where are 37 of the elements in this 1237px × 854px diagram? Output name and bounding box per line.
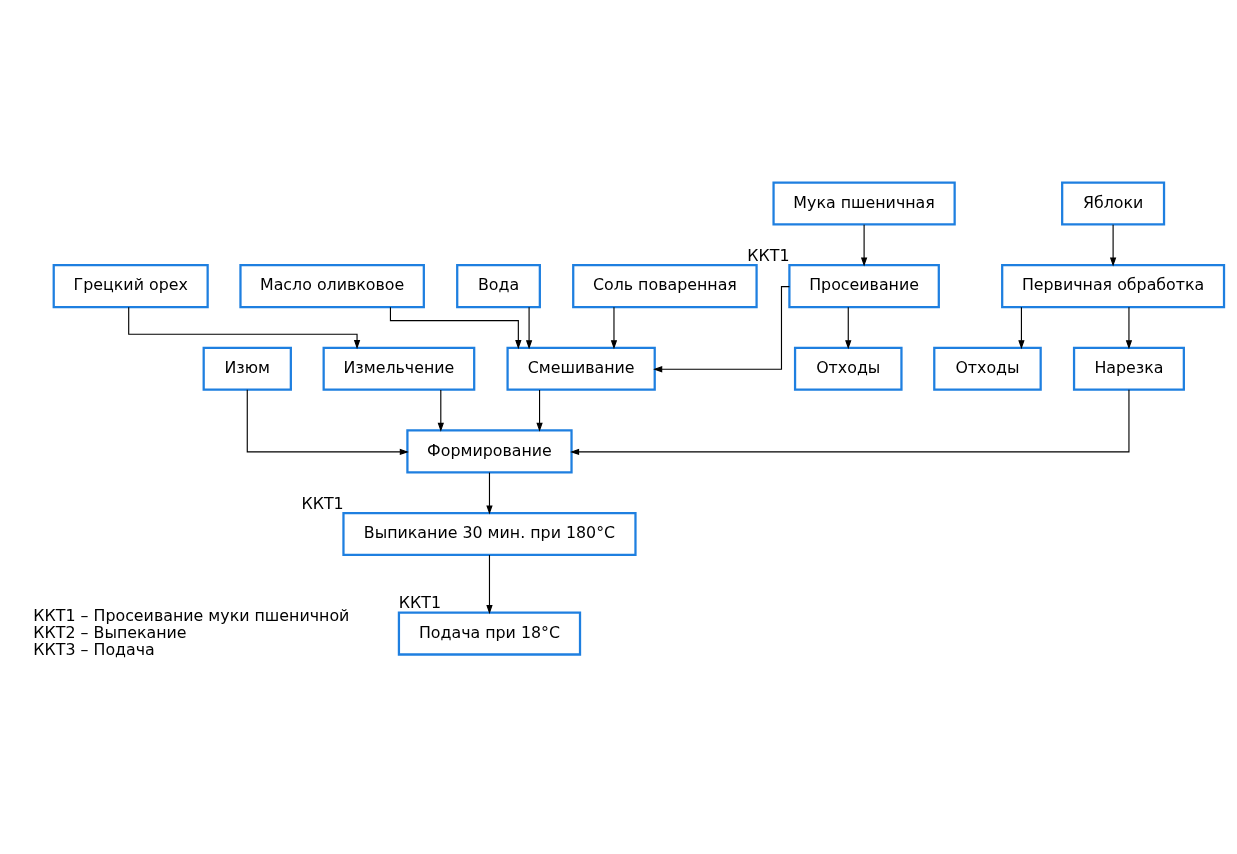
node-box: Масло оливковое (239, 264, 425, 309)
node-box: Вода (456, 264, 541, 309)
arrow (653, 286, 790, 373)
arrow (246, 389, 409, 456)
node-box: Первичная обработка (1001, 264, 1226, 309)
arrow (525, 306, 533, 350)
node-box: Формирование (406, 429, 573, 474)
arrow (570, 389, 1130, 456)
node-box: Яблоки (1061, 181, 1166, 226)
arrow (486, 472, 493, 515)
arrow (610, 306, 618, 350)
node-box: Нарезка (1072, 346, 1185, 391)
node-box: Подача при 18°С (397, 611, 582, 656)
node-box: Мука пшеничная (772, 181, 956, 226)
node-label: ККТ1 (747, 245, 790, 265)
arrow (845, 306, 852, 350)
arrow (1018, 306, 1025, 350)
node-label: ККТ1 (301, 493, 344, 513)
node-box: Выпикание 30 мин. при 180°С (342, 511, 637, 557)
node-box: Смешивание (506, 346, 656, 391)
label: ККТ1 – Просеивание муки пшеничной (33, 605, 350, 625)
node-box: Измельчение (322, 346, 476, 391)
label: ККТ3 – Подача (33, 639, 155, 659)
arrow (860, 224, 868, 267)
node-box: Отходы (793, 346, 903, 391)
arrow (437, 389, 444, 432)
arrow (1125, 306, 1133, 350)
node-box: Отходы (933, 346, 1042, 391)
node-label: ККТ1 (398, 593, 441, 613)
arrow (128, 306, 361, 350)
arrow (536, 389, 543, 432)
arrow (1109, 224, 1117, 267)
node-box: Соль поваренная (572, 264, 758, 309)
node-box: Грецкий орех (52, 264, 209, 309)
node-box: Просеивание (788, 264, 940, 309)
arrow (486, 554, 493, 615)
node-box: Изюм (202, 346, 292, 391)
